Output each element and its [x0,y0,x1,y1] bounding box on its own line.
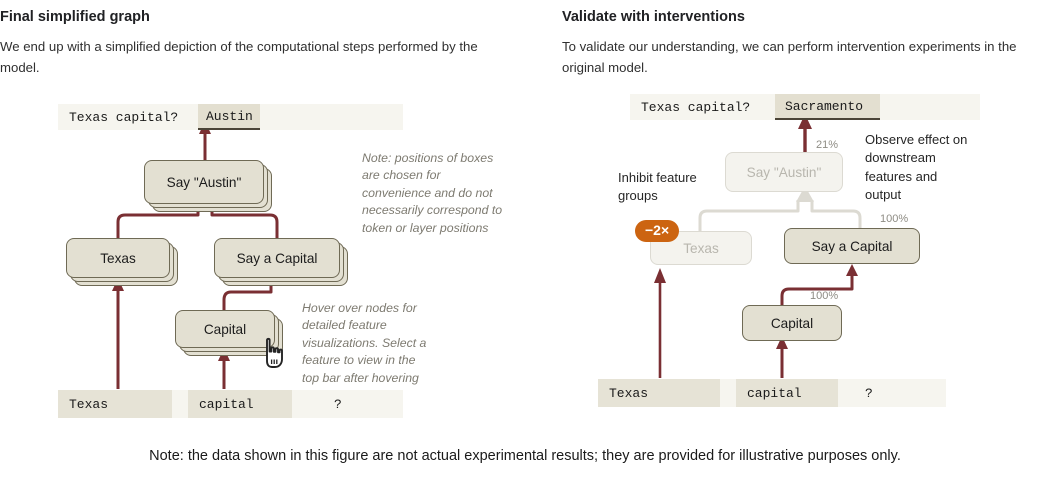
left-node-texas-label: Texas [66,238,170,278]
left-bottom-token-texas[interactable]: Texas [58,390,172,418]
right-panel-description: To validate our understanding, we can pe… [562,38,1017,76]
annotation-observe: Observe effect on downstream features an… [865,132,968,203]
inhibit-badge[interactable]: −2× [635,220,680,242]
right-top-token-bar: Texas capital? Sacramento [630,94,980,120]
right-bottom-token-capital[interactable]: capital [736,379,838,407]
right-top-token-empty[interactable] [880,94,980,120]
right-token-gap [720,379,736,407]
right-bottom-token-bar: Texas capital ? [598,379,946,407]
pointing-hand-cursor [258,337,290,376]
right-diagram: Texas capital? Sacramento Say "Austin" T… [562,0,1050,430]
right-node-say-austin-label: Say "Austin" [725,152,843,192]
right-bottom-token-question[interactable]: ? [838,379,946,407]
annotation-inhibit: Inhibit feature groups [618,170,697,204]
right-diagram-edges [654,114,862,378]
pct-say-a-capital: 100% [880,213,909,225]
left-top-token-context[interactable]: Texas capital? [58,104,198,130]
left-bottom-token-question[interactable]: ? [292,390,403,418]
left-node-texas[interactable]: Texas [66,238,178,286]
left-bottom-token-capital[interactable]: capital [188,390,292,418]
right-top-token-context[interactable]: Texas capital? [630,94,775,120]
left-bottom-token-bar: Texas capital ? [58,390,403,418]
left-node-say-a-capital[interactable]: Say a Capital [214,238,348,286]
left-note-positions: Note: positions of boxes are chosen for … [362,151,503,235]
left-top-token-selected[interactable]: Austin [198,104,260,130]
pct-capital: 100% [810,290,839,302]
left-panel-title: Final simplified graph [0,9,150,25]
right-node-capital[interactable]: Capital [742,305,842,341]
right-panel-title: Validate with interventions [562,9,745,25]
left-top-token-bar: Texas capital? Austin [58,104,403,130]
right-top-token-selected[interactable]: Sacramento [775,94,880,120]
right-node-capital-label: Capital [742,305,842,341]
left-node-say-a-capital-label: Say a Capital [214,238,340,278]
left-node-say-austin[interactable]: Say "Austin" [144,160,272,212]
panel-validate-with-interventions: Validate with interventions To validate … [562,0,1050,79]
left-node-say-austin-label: Say "Austin" [144,160,264,204]
right-bottom-token-texas[interactable]: Texas [598,379,720,407]
panel-final-simplified-graph: Final simplified graph We end up with a … [0,0,540,79]
right-node-say-a-capital-label: Say a Capital [784,228,920,264]
left-note-hover: Hover over nodes for detailed feature vi… [302,301,427,385]
left-panel-description: We end up with a simplified depiction of… [0,38,478,76]
left-diagram: Texas capital? Austin Say "Austin" Texas… [0,0,540,430]
figure-caption: Note: the data shown in this figure are … [149,448,901,464]
pct-output: 21% [816,139,839,151]
left-top-token-empty[interactable] [260,104,403,130]
left-node-capital-label: Capital [175,310,275,348]
right-node-say-austin[interactable]: Say "Austin" [725,152,843,192]
right-node-say-a-capital[interactable]: Say a Capital [784,228,920,264]
left-token-gap [172,390,188,418]
